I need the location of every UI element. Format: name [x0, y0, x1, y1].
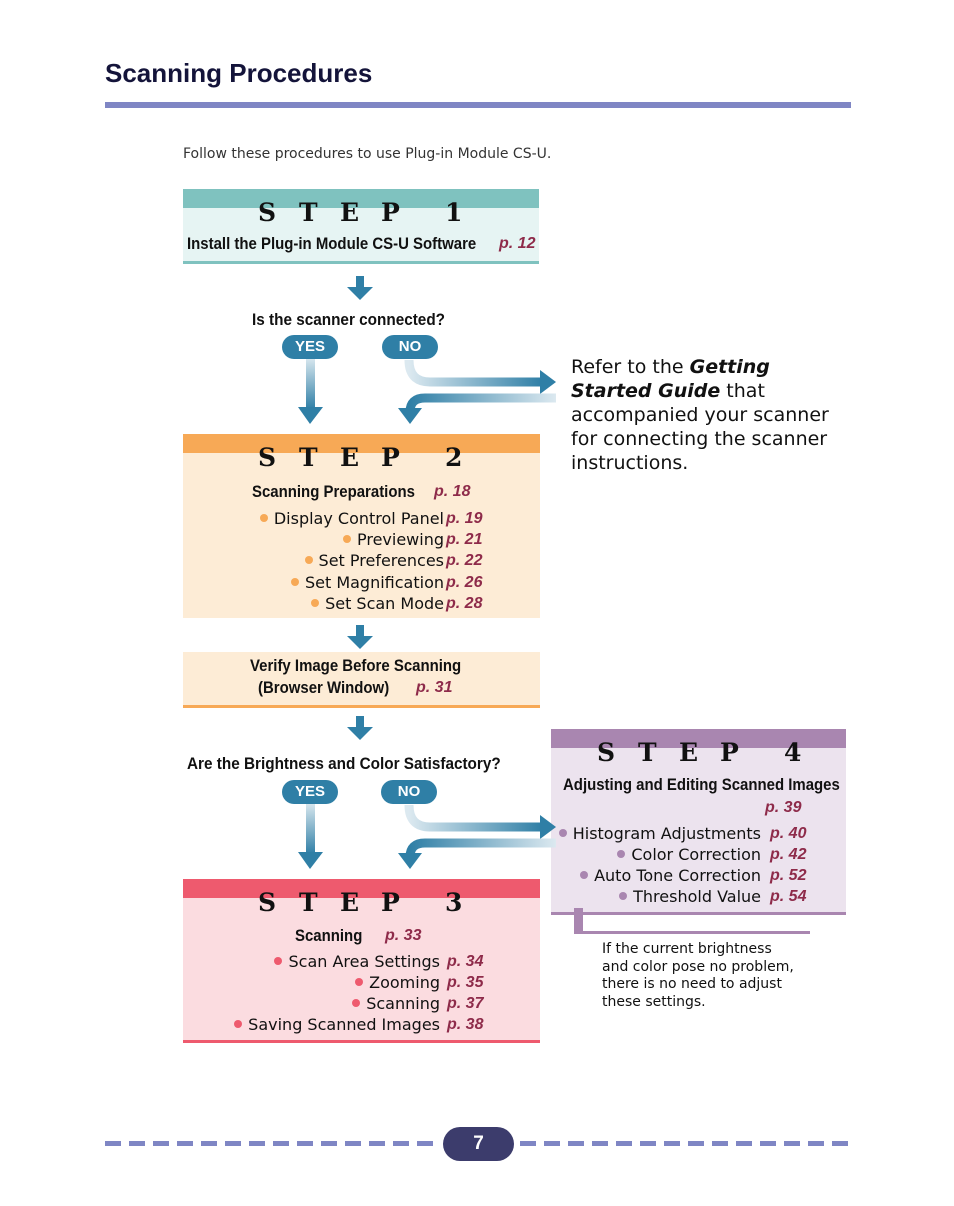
step2-item-2: Previewing: [342, 530, 444, 549]
step3-item-4-page: p. 38: [447, 1016, 484, 1033]
step3-item-3-page: p. 37: [447, 995, 484, 1012]
step4-item-4: Threshold Value: [619, 887, 761, 906]
step3-item-4: Saving Scanned Images: [234, 1015, 440, 1034]
step4-item-2-page: p. 42: [770, 846, 807, 863]
verify-heading-line1: Verify Image Before Scanning: [250, 656, 462, 675]
step3-item-1: Scan Area Settings: [274, 952, 440, 971]
step3-item-2: Zooming: [355, 973, 440, 992]
step4-heading: Adjusting and Editing Scanned Images: [563, 775, 840, 794]
step4-item-3: Auto Tone Correction: [580, 866, 761, 885]
step2-item-2-page: p. 21: [446, 531, 483, 548]
step1-page-ref: p. 12: [499, 235, 536, 252]
intro-text: Follow these procedures to use Plug-in M…: [183, 146, 552, 162]
step1-heading: Install the Plug-in Module CS-U Software: [187, 234, 477, 253]
page-number: 7: [443, 1127, 514, 1161]
step4-page-ref: p. 39: [765, 799, 802, 816]
title-underline: [105, 102, 851, 108]
step2-page-ref: p. 18: [434, 483, 471, 500]
question2-text: Are the Brightness and Color Satisfactor…: [187, 754, 501, 773]
step2-item-5-page: p. 28: [446, 595, 483, 612]
step4-item-2: Color Correction: [617, 845, 761, 864]
step2-heading: Scanning Preparations: [252, 482, 415, 501]
question2-yes-badge: YES: [282, 780, 338, 804]
step3-heading: Scanning: [295, 926, 363, 945]
step2-item-4: Set Magnification: [290, 573, 444, 592]
question1-text: Is the scanner connected?: [252, 310, 446, 329]
step4-item-1-page: p. 40: [770, 825, 807, 842]
note-getting-started: Refer to the Getting Started Guide that …: [571, 356, 829, 474]
step2-item-1-page: p. 19: [446, 510, 483, 527]
step2-item-1: Display Control Panel: [259, 509, 444, 528]
verify-page-ref: p. 31: [416, 679, 453, 696]
step2-item-5: Set Scan Mode: [311, 594, 444, 613]
step3-item-3: Scanning: [352, 994, 440, 1013]
question1-yes-badge: YES: [282, 335, 338, 359]
verify-heading-line2: (Browser Window): [258, 678, 390, 697]
step4-item-1: Histogram Adjustments: [558, 824, 761, 843]
step2-item-3: Set Preferences: [304, 551, 444, 570]
note-brightness: If the current brightness and color pose…: [602, 941, 794, 1010]
step2-item-3-page: p. 22: [446, 552, 483, 569]
step4-item-4-page: p. 54: [770, 888, 807, 905]
step3-item-1-page: p. 34: [447, 953, 484, 970]
page-title: Scanning Procedures: [105, 58, 373, 88]
step2-item-4-page: p. 26: [446, 574, 483, 591]
question2-no-badge: NO: [381, 780, 437, 804]
step3-item-2-page: p. 35: [447, 974, 484, 991]
step4-item-3-page: p. 52: [770, 867, 807, 884]
question1-no-badge: NO: [382, 335, 438, 359]
step3-page-ref: p. 33: [385, 927, 422, 944]
